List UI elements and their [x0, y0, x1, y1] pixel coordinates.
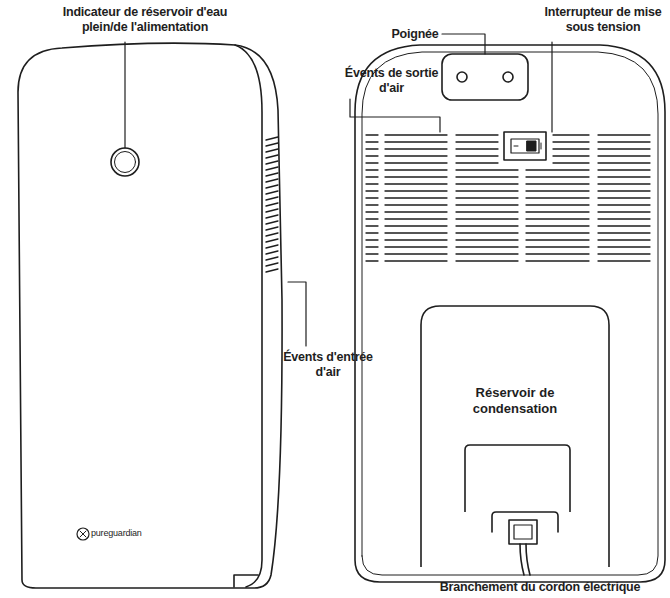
part-label: Indicateur de réservoir d'eau plein/de l… [45, 5, 245, 35]
power-cord [520, 544, 530, 575]
logo-icon [77, 528, 89, 540]
back-body [355, 45, 665, 582]
switch-marks [514, 143, 541, 149]
logo-mark [80, 531, 86, 537]
front-face-edge [235, 45, 262, 587]
front-foot [234, 575, 258, 587]
brand-logo: pureguardian [91, 528, 161, 539]
back-inner-edge [362, 52, 658, 575]
power-socket [509, 520, 537, 544]
power-plug [514, 525, 532, 539]
tank-outline [420, 305, 610, 567]
handle [442, 54, 528, 100]
switch-knob [527, 141, 536, 151]
outlet-vents [366, 135, 650, 261]
part-label: Évents d'entrée d'air [282, 350, 374, 380]
part-label: Branchement du cordon électrique [410, 580, 670, 595]
power-switch [504, 132, 546, 160]
leader-line [350, 99, 440, 132]
front-body [18, 43, 282, 588]
tank-label: Réservoir de condensation [420, 385, 610, 417]
handle-screw [457, 72, 467, 82]
leader-line [551, 42, 552, 132]
part-label: Interrupteur de mise sous tension [538, 5, 668, 35]
inlet-vents [266, 137, 278, 272]
part-label: Poignée [390, 27, 440, 42]
leader-line [288, 282, 306, 346]
indicator-ring [115, 152, 136, 173]
tank-border [421, 306, 609, 567]
leader-line [442, 34, 485, 54]
indicator-light [111, 148, 139, 176]
condensation-tank: Réservoir de condensation [420, 305, 610, 567]
leader-line [124, 42, 125, 148]
part-label: Évents de sortie d'air [343, 66, 440, 96]
handle-screw [503, 72, 513, 82]
